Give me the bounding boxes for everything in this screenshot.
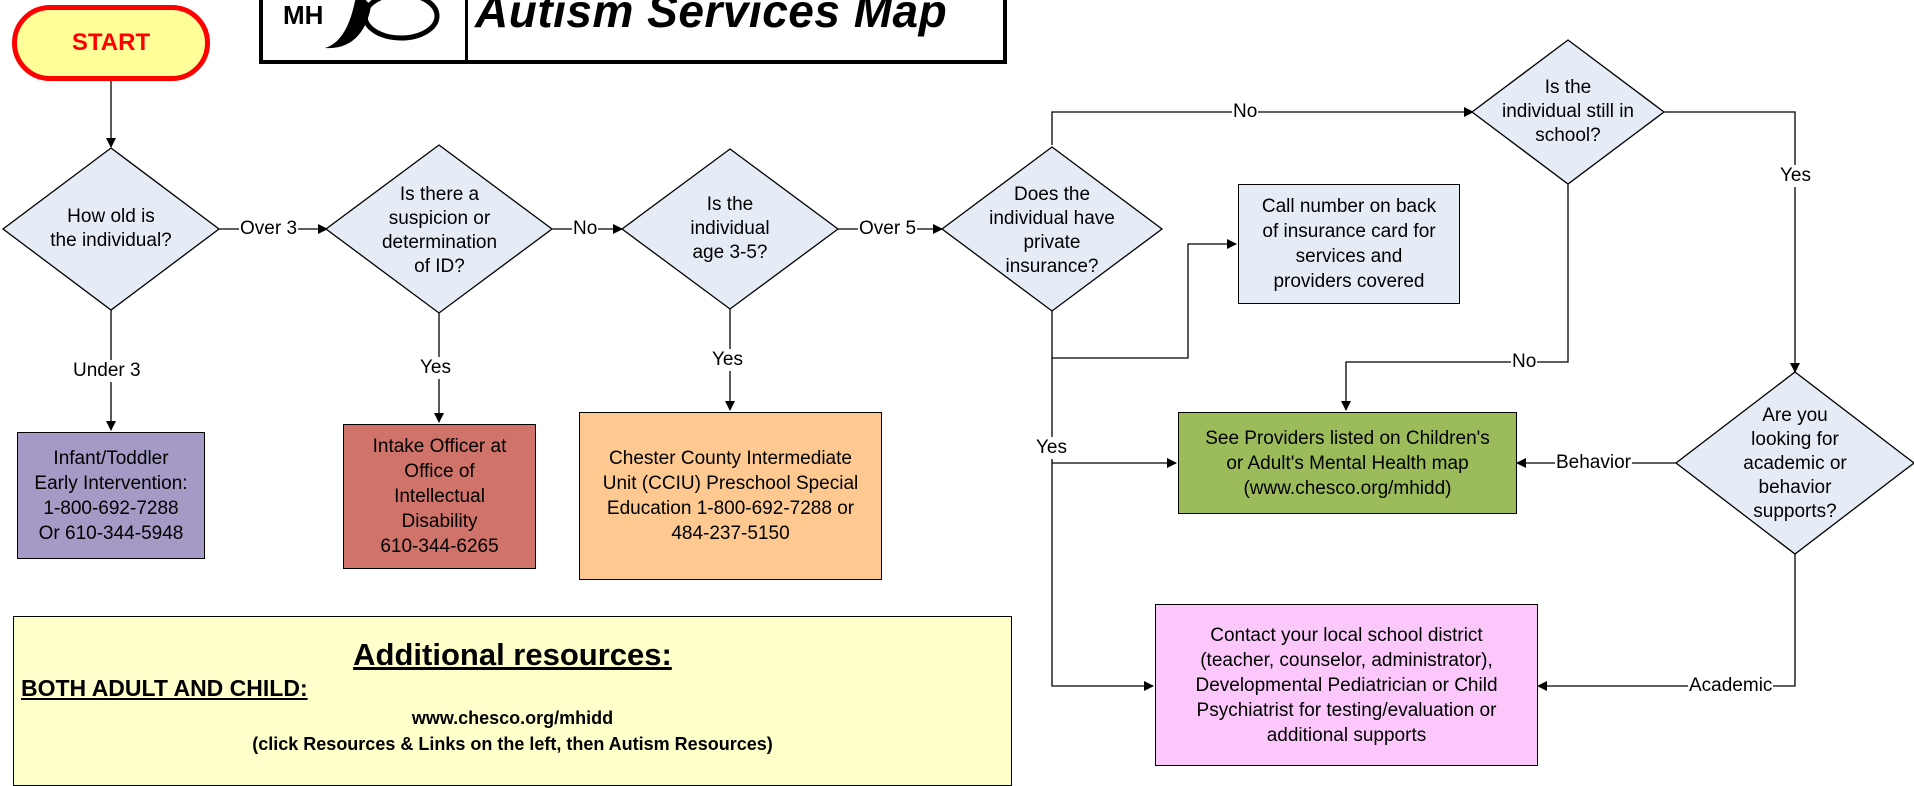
intake-officer-text: Intake Officer at Office of Intellectual… xyxy=(372,436,507,557)
edge-label-yes-insurance: Yes xyxy=(1035,437,1068,459)
insurance-card-box: Call number on back of insurance card fo… xyxy=(1238,184,1460,304)
edge-label-academic: Academic xyxy=(1688,675,1774,697)
infant-toddler-text: Infant/Toddler Early Intervention: 1-800… xyxy=(34,447,188,544)
page-title: Autism Services Map xyxy=(475,0,948,37)
edge-label-under3: Under 3 xyxy=(72,360,142,382)
intake-officer-box: Intake Officer at Office of Intellectual… xyxy=(343,424,536,569)
edge-label-over3: Over 3 xyxy=(239,218,299,240)
providers-box: See Providers listed on Children's or Ad… xyxy=(1178,412,1517,514)
title-divider xyxy=(465,0,468,60)
edge-label-no-insurance: No xyxy=(1232,101,1259,123)
edge-label-no-school: No xyxy=(1511,351,1538,373)
infant-toddler-box: Infant/Toddler Early Intervention: 1-800… xyxy=(17,432,205,559)
edge-label-behavior: Behavior xyxy=(1555,452,1632,474)
edge-yes-insurance-school xyxy=(1051,463,1154,691)
diamond-still-in-school xyxy=(1470,39,1666,185)
edge-yes-insurance-providers xyxy=(1051,358,1177,468)
additional-resources-panel: Additional resources: BOTH ADULT AND CHI… xyxy=(13,616,1012,786)
edge-no-school xyxy=(1341,184,1569,411)
connector-layer xyxy=(1,39,1914,691)
resources-heading: Additional resources: xyxy=(353,637,672,672)
edge-label-yes-school: Yes xyxy=(1779,165,1812,187)
decision-age-3-5-text: Is the individual age 3-5? xyxy=(690,194,770,263)
decision-private-insurance-text: Does the individual have private insuran… xyxy=(989,184,1115,277)
decision-suspicion-id-text: Is there a suspicion or determination of… xyxy=(381,184,498,277)
edge-label-no-id: No xyxy=(572,218,599,240)
edge-label-over5: Over 5 xyxy=(858,218,918,240)
decision-academic-behavior-text: Are you looking for academic or behavior… xyxy=(1743,405,1847,522)
logo-text: MH xyxy=(283,0,324,30)
resources-url[interactable]: www.chesco.org/mhidd xyxy=(411,708,614,728)
school-district-text: Contact your local school district (teac… xyxy=(1195,624,1498,746)
cciu-box: Chester County Intermediate Unit (CCIU) … xyxy=(579,412,882,580)
decision-suspicion-id: Is there a suspicion or determination of… xyxy=(342,176,537,286)
edge-academic xyxy=(1537,554,1796,691)
decision-age-3-5: Is the individual age 3-5? xyxy=(640,186,820,272)
diamond-academic-behavior xyxy=(1674,371,1914,555)
decision-how-old: How old is the individual? xyxy=(20,186,202,272)
decision-how-old-text: How old is the individual? xyxy=(50,206,172,251)
start-node[interactable]: START xyxy=(12,5,210,81)
edge-label-yes-age: Yes xyxy=(711,349,744,371)
diamond-private-insurance xyxy=(940,146,1164,312)
edge-no-insurance xyxy=(1051,107,1474,145)
title-box: MH Autism Services Map xyxy=(259,0,1007,64)
decision-academic-behavior: Are you looking for academic or behavior… xyxy=(1700,400,1890,528)
edge-yes-school xyxy=(1664,111,1800,373)
edge-yes-insurance-card xyxy=(1051,239,1237,359)
logo-icon xyxy=(325,0,440,49)
resources-subheading: BOTH ADULT AND CHILD: xyxy=(21,675,308,701)
decision-still-in-school-text: Is the individual still in school? xyxy=(1501,77,1634,146)
decision-private-insurance: Does the individual have private insuran… xyxy=(960,176,1144,286)
school-district-box: Contact your local school district (teac… xyxy=(1155,604,1538,766)
diamond-how-old xyxy=(1,147,221,311)
cciu-text: Chester County Intermediate Unit (CCIU) … xyxy=(602,448,859,544)
diamond-suspicion-id xyxy=(324,144,554,314)
providers-text: See Providers listed on Children's or Ad… xyxy=(1205,427,1490,499)
insurance-card-text: Call number on back of insurance card fo… xyxy=(1261,196,1437,292)
diamond-age-3-5 xyxy=(620,148,840,310)
start-label: START xyxy=(71,29,151,56)
decision-still-in-school: Is the individual still in school? xyxy=(1474,72,1662,152)
resources-note: (click Resources & Links on the left, th… xyxy=(252,734,773,754)
edge-label-yes-id: Yes xyxy=(419,357,452,379)
